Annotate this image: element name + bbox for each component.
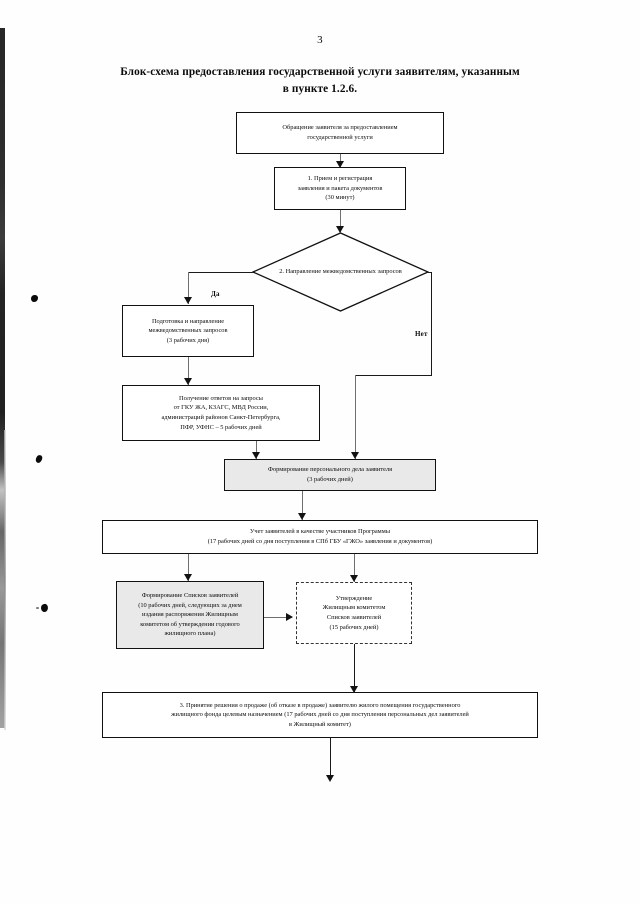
arrow-head-right [286,613,293,621]
arrow-head [252,452,260,459]
page-title: Блок-схема предоставления государственно… [120,66,520,95]
node-line: 1. Прием и регистрация [307,175,373,183]
connector-n9-n10 [354,644,355,692]
scan-edge-artifact-lower [4,430,6,730]
node-line: государственной услуги [307,134,373,141]
node-line: комитетом об утверждении годового [140,620,240,628]
flow-node-receive-responses: Получение ответов на запросы от ГКУ ЖА, … [122,385,321,442]
connector-n4-n5 [188,357,189,385]
node-line: запросов [377,268,402,276]
node-line: от ГКУ ЖА, КЗАГС, МВД России, [173,404,269,412]
ink-blob-artifact [31,295,38,302]
flow-node-request-submission: Обращение заявителя за предоставлением г… [236,112,445,155]
ink-blob-artifact [40,603,49,613]
node-line: заявления и пакета документов [297,184,383,192]
node-line: Подготовка и направление [151,317,225,325]
edge-label-yes: Да [211,290,220,298]
node-line: жилищного плана) [164,630,216,638]
node-line: Учет заявителей в качестве участников Пр… [249,528,391,536]
connector-n7-n9 [354,554,355,582]
arrow-head [298,513,306,520]
arrow-head-terminal [326,775,334,782]
node-line: Жилищным комитетом [322,604,386,612]
arrow-head [184,574,192,581]
connector-n10-exit [330,738,331,780]
arrow-head [351,452,359,459]
node-line: Формирование Списков заявителей [141,592,239,600]
connector-no-down-to-n6 [355,375,356,459]
node-line: жилищного фонда целевым назначением (17 … [171,711,469,719]
node-line: (10 рабочих дней, следующих за днем [138,601,242,609]
ink-blob-artifact [36,607,39,609]
node-line: (15 рабочих дней) [329,623,379,631]
node-line: 2. Направление [279,268,322,276]
node-line: в Жилищный комитет) [289,720,351,728]
connector-no-vertical [431,272,432,376]
page-number: 3 [317,34,323,46]
node-line: (3 рабочих дней) [307,476,353,483]
node-line: Получение ответов на запросы [179,394,263,402]
node-line: (30 минут) [325,194,355,202]
connector-yes-vertical [188,272,189,304]
flow-node-lists-approval: Утверждение Жилищным комитетом Списков з… [296,582,413,645]
edge-label-no: Нет [415,330,428,338]
node-line: межведомственных [322,268,376,276]
flow-node-personal-file-formation: Формирование персонального дела заявител… [224,459,437,492]
node-line: Обращение заявителя за предоставлением [282,124,398,132]
flow-node-prepare-requests: Подготовка и направление межведомственны… [122,305,255,358]
connector-no-horizontal-top [428,272,432,273]
arrow-head [184,378,192,385]
connector-n7-n8 [188,554,189,581]
diamond-shape [252,232,429,312]
node-line: межведомственных запросов [148,327,228,335]
node-line: (17 рабочих дней со дня поступления в СП… [207,538,433,545]
node-line: (3 рабочих дня) [166,336,210,344]
arrow-head [336,226,344,233]
flow-node-decision-interagency-requests: 2. Направление межведомственных запросов [252,232,429,312]
node-line: ПФР, УФНС – 5 рабочих дней [180,423,262,431]
connector-n5-n6 [256,441,257,459]
connector-no-horizontal-bottom [355,375,432,376]
scan-edge-artifact [0,28,5,728]
node-line: администраций районов Санкт-Петербурга, [161,414,281,421]
node-line: Формирование персонального дела заявител… [267,466,393,474]
flow-node-applicant-lists-formation: Формирование Списков заявителей (10 рабо… [116,581,265,650]
arrow-head [336,161,344,168]
node-line: Утверждение [335,594,373,602]
arrow-head [350,575,358,582]
flow-node-sale-decision: 3. Принятие решения о продаже (об отказе… [102,692,539,739]
connector-n2-n3 [340,210,341,232]
connector-n8-n9 [264,617,292,618]
flow-node-program-participant-registration: Учет заявителей в качестве участников Пр… [102,520,539,555]
node-line: издания распоряжения Жилищным [142,611,238,619]
ink-blob-artifact [34,454,44,464]
node-line: Списков заявителей [326,614,382,621]
arrow-head [350,686,358,693]
node-line: 3. Принятие решения о продаже (об отказе… [179,701,461,709]
connector-n6-n7 [302,491,303,520]
flow-node-intake-registration: 1. Прием и регистрация заявления и пакет… [274,167,407,211]
arrow-head [184,297,192,304]
connector-yes-horizontal [188,272,254,273]
